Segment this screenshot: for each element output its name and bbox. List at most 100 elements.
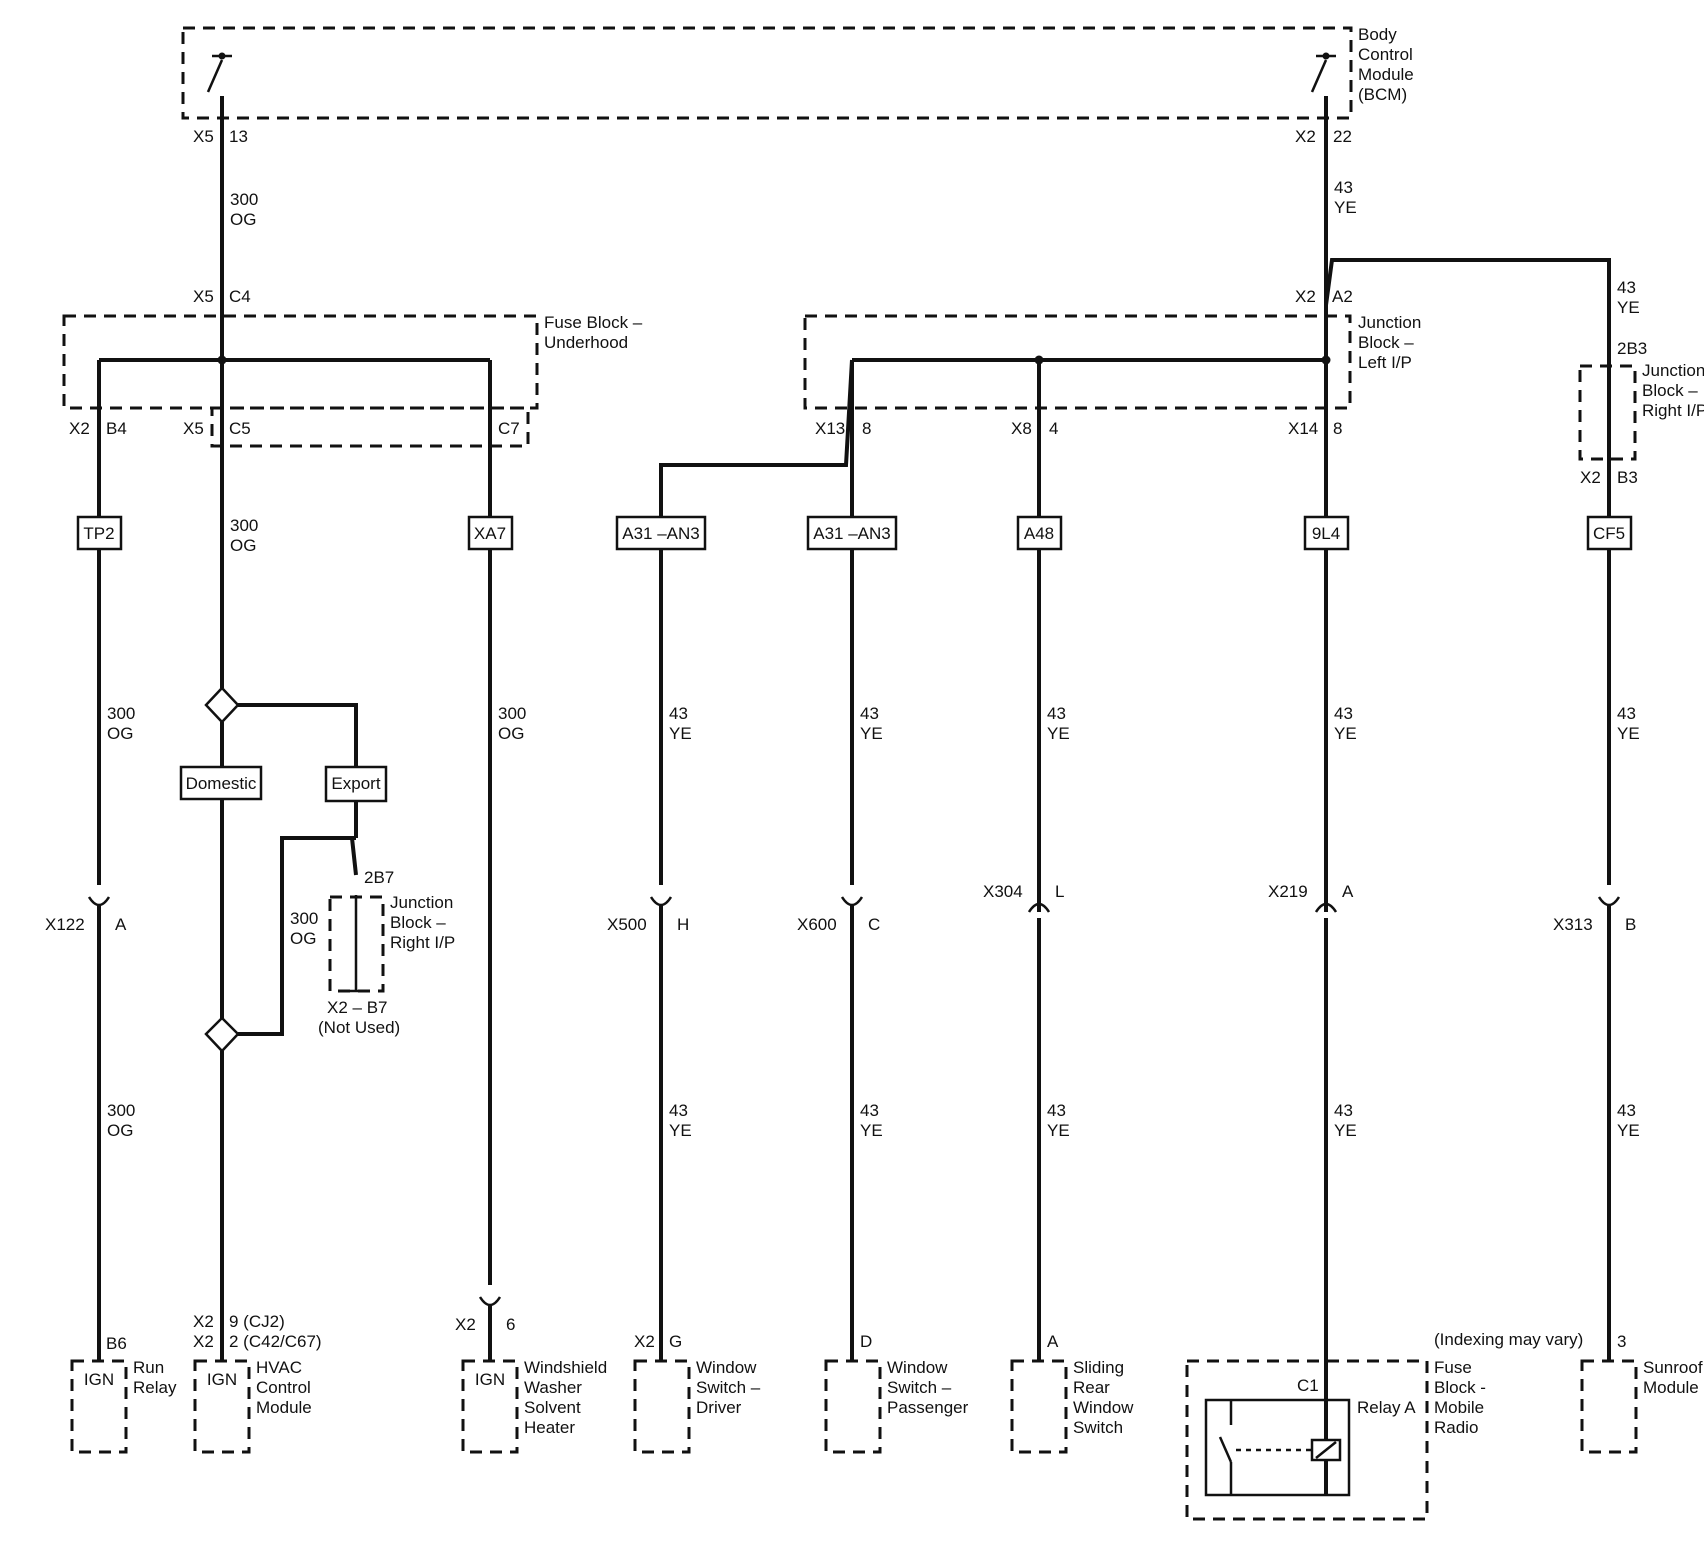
pin-h: H [677, 915, 689, 934]
junction-right-mid-label2: Block – [390, 913, 446, 932]
junction-left-label1: Junction [1358, 313, 1421, 332]
wire-label-ye: YE [1617, 724, 1640, 743]
tag-a48-text: A48 [1024, 524, 1054, 543]
junction-block-right-ip-top: 2B3 Junction Block – Right I/P X2 B3 [1578, 339, 1704, 487]
pin-2-c42-c67: 2 (C42/C67) [229, 1332, 322, 1351]
wire-label-43: 43 [1334, 1101, 1353, 1120]
pin-b6: B6 [106, 1334, 127, 1353]
pin-b3: B3 [1617, 468, 1638, 487]
tag-a31-an3-passenger [806, 515, 898, 551]
junction-left-label2: Block – [1358, 333, 1414, 352]
bcm-outline [181, 26, 1353, 120]
washer-label3: Solvent [524, 1398, 581, 1417]
tag-cf5-text: CF5 [1593, 524, 1625, 543]
wire-label-43: 43 [669, 1101, 688, 1120]
pin-22: 22 [1333, 127, 1352, 146]
fuse-block-underhood-sub-outline [210, 406, 530, 448]
ws-driver-label1: Window [696, 1358, 757, 1377]
bcm-label-line3: Module [1358, 65, 1414, 84]
wire-ye-branch-right [1324, 258, 1611, 365]
wire-label-43: 43 [860, 1101, 879, 1120]
tag-domestic-text: Domestic [186, 774, 257, 793]
circuit-run-relay: TP2 300 OG X122 A 300 OG B6 IGN Run Rela… [45, 360, 177, 1454]
ws-driver-outline [633, 1359, 691, 1454]
wire-label-43: 43 [1617, 278, 1636, 297]
fuse-block-underhood: X5 C4 Fuse Block – Underhood X2 B4 X5 C5… [62, 287, 643, 448]
conn-x2: X2 [193, 1312, 214, 1331]
junction-block-left-ip: X2 A2 Junction Block – Left I/P X13 8 X8… [803, 287, 1421, 438]
relay-a-label: Relay A [1357, 1398, 1416, 1417]
ign-label: IGN [475, 1370, 505, 1389]
conn-x2: X2 [634, 1332, 655, 1351]
ws-passenger-label1: Window [887, 1358, 948, 1377]
conn-x219: X219 [1268, 882, 1308, 901]
fuse-underhood-label2: Underhood [544, 333, 628, 352]
wire-label-ye: YE [669, 724, 692, 743]
wire-label-ye: YE [1617, 1121, 1640, 1140]
tag-xa7 [467, 515, 514, 551]
junction-right-top-label3: Right I/P [1642, 401, 1704, 420]
bcm-label-line4: (BCM) [1358, 85, 1407, 104]
pin-a: A [1047, 1332, 1059, 1351]
relay-coil-diagonal [1315, 1441, 1337, 1459]
wire-label-og: OG [107, 724, 133, 743]
circuit-washer-heater: XA7 300 OG X2 6 IGN Windshield Washer So… [455, 360, 607, 1454]
bcm-module: Body Control Module (BCM) X5 13 X2 22 [181, 25, 1414, 146]
run-relay-label1: Run [133, 1358, 164, 1377]
hvac-label2: Control [256, 1378, 311, 1397]
option-diamond-top [204, 686, 240, 724]
ws-passenger-outline [824, 1359, 882, 1454]
sunroof-outline [1580, 1359, 1638, 1454]
junction-right-top-label1: Junction [1642, 361, 1704, 380]
circuit-sunroof: CF5 43 YE X313 B 43 YE 3 Sunroof Module [1553, 460, 1703, 1454]
conn-x500: X500 [607, 915, 647, 934]
wire-label-og: OG [290, 929, 316, 948]
wire-label-43: 43 [1617, 704, 1636, 723]
pin-b: B [1625, 915, 1636, 934]
conn-x5-c5: X5 [183, 419, 204, 438]
wire-label-43: 43 [1047, 1101, 1066, 1120]
pin-c7: C7 [498, 419, 520, 438]
relay-a-body [1204, 1398, 1351, 1497]
option-diamond-bottom [204, 1016, 240, 1053]
conn-x13: X13 [815, 419, 845, 438]
conn-x2-b7: X2 – B7 [327, 998, 388, 1017]
indexing-note: (Indexing may vary) [1434, 1330, 1583, 1349]
pin-2b7: 2B7 [364, 868, 394, 887]
fuse-mobile-label4: Radio [1434, 1418, 1478, 1437]
washer-label1: Windshield [524, 1358, 607, 1377]
circuit-hvac: 300 OG Domestic Export 2B7 300 OG Juncti… [179, 360, 455, 1454]
pin-4: 4 [1049, 419, 1058, 438]
tag-9l4 [1303, 515, 1350, 551]
sunroof-label2: Module [1643, 1378, 1699, 1397]
tag-tp2-text: TP2 [83, 524, 114, 543]
wire-label-43: 43 [1617, 1101, 1636, 1120]
conn-x2: X2 [455, 1315, 476, 1334]
circuit-window-switch-passenger: A31 –AN3 43 YE X600 C 43 YE D Window Swi… [797, 360, 969, 1454]
relay-contact-arm [1218, 1436, 1233, 1463]
conn-x14: X14 [1288, 419, 1318, 438]
wire-label-ye: YE [860, 1121, 883, 1140]
connector-x600-symbol [840, 896, 864, 907]
tag-tp2 [76, 515, 123, 551]
pin-2b3: 2B3 [1617, 339, 1647, 358]
tag-export-text: Export [331, 774, 380, 793]
wire-label-300: 300 [290, 909, 318, 928]
junction-right-top-label2: Block – [1642, 381, 1698, 400]
tag-a31-an3-text: A31 –AN3 [813, 524, 891, 543]
run-relay-label2: Relay [133, 1378, 177, 1397]
wire-label-300: 300 [107, 704, 135, 723]
pin-g: G [669, 1332, 682, 1351]
washer-outline [461, 1359, 519, 1454]
conn-x2-bcm: X2 [1295, 127, 1316, 146]
wire-label-ye: YE [860, 724, 883, 743]
wire-label-43: 43 [669, 704, 688, 723]
wire-label-300: 300 [498, 704, 526, 723]
pin-6: 6 [506, 1315, 515, 1334]
pin-c4: C4 [229, 287, 251, 306]
conn-x8: X8 [1011, 419, 1032, 438]
washer-label4: Heater [524, 1418, 575, 1437]
sliding-label2: Rear [1073, 1378, 1110, 1397]
